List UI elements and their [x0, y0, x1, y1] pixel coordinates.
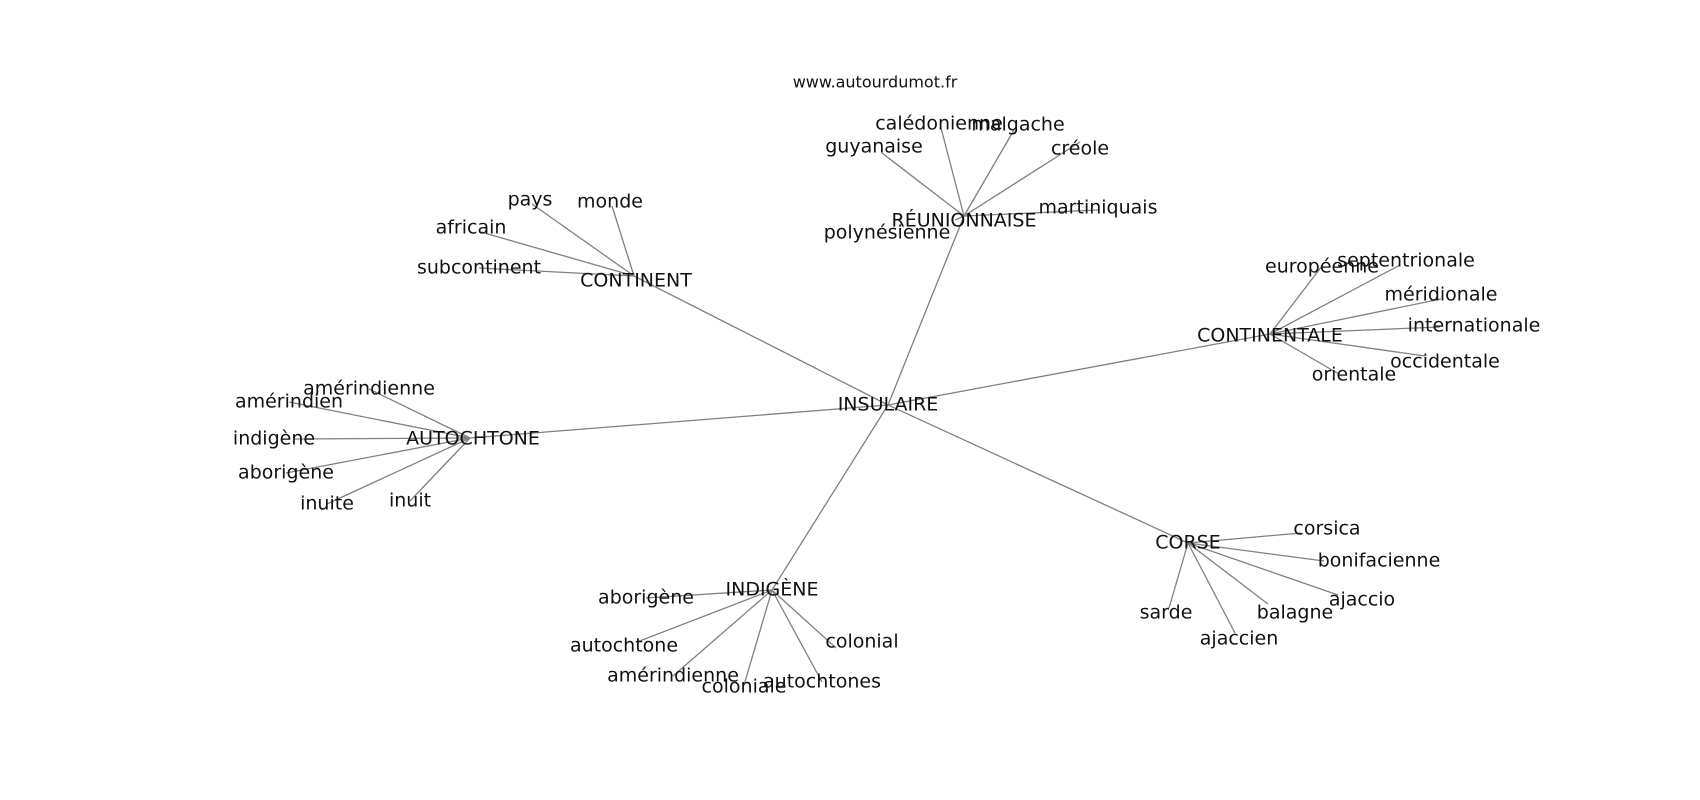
- hub-node-autochtone[interactable]: AUTOCHTONE: [406, 428, 540, 450]
- source-watermark: www.autourdumot.fr: [793, 73, 958, 92]
- edge-indigene-autochtone-l: [636, 589, 773, 643]
- leaf-node-pays[interactable]: pays: [508, 189, 553, 211]
- edge-corse-corsica: [1187, 532, 1302, 544]
- edge-indigene-colonial: [771, 589, 837, 649]
- leaf-node-amerindienne[interactable]: amérindienne: [303, 378, 435, 400]
- leaf-node-orientale[interactable]: orientale: [1312, 364, 1397, 386]
- leaf-node-inuite[interactable]: inuite: [300, 493, 354, 515]
- leaf-node-balagne[interactable]: balagne: [1257, 602, 1333, 624]
- edge-reunionnaise-martiniquais: [963, 209, 1099, 217]
- edge-continentale-europeenne: [1269, 265, 1323, 335]
- edge-reunionnaise-guyanaise: [881, 152, 965, 217]
- leaf-node-europeenne[interactable]: européenne: [1265, 256, 1379, 278]
- edge-continent-africain: [480, 231, 635, 277]
- leaf-node-polynesienne[interactable]: polynésienne: [824, 222, 951, 244]
- edge-indigene-amerindienne-i: [672, 589, 773, 677]
- edge-insulaire-autochtone: [469, 404, 889, 439]
- edge-insulaire-continentale: [887, 333, 1271, 406]
- leaf-node-creole[interactable]: créole: [1051, 138, 1109, 160]
- edge-continentale-septentrionale: [1269, 264, 1401, 335]
- edge-continent-monde: [611, 205, 635, 277]
- hub-node-corse[interactable]: CORSE: [1155, 532, 1221, 554]
- center-node-insulaire[interactable]: INSULAIRE: [838, 394, 939, 416]
- edge-autochtone-inuit: [409, 437, 471, 502]
- edge-autochtone-aborigene-a: [285, 437, 471, 474]
- edge-indigene-autochtones: [771, 589, 823, 683]
- leaf-node-ajaccien[interactable]: ajaccien: [1200, 628, 1278, 650]
- edge-continentale-orientale: [1269, 333, 1340, 375]
- edge-continentale-occidentale: [1269, 333, 1426, 357]
- edge-corse-ajaccien: [1187, 542, 1236, 634]
- edge-continentale-meridionale: [1269, 298, 1442, 335]
- leaf-node-martiniquais[interactable]: martiniquais: [1039, 197, 1158, 219]
- leaf-node-guyanaise[interactable]: guyanaise: [825, 136, 923, 158]
- leaf-node-aborigene-i[interactable]: aborigène: [598, 587, 694, 609]
- edge-reunionnaise-polynesienne: [954, 215, 965, 221]
- edge-autochtone-amerindien: [288, 401, 471, 439]
- leaf-node-corsica[interactable]: corsica: [1293, 518, 1360, 540]
- leaf-node-africain[interactable]: africain: [436, 217, 507, 239]
- edge-corse-ajaccio: [1187, 542, 1339, 596]
- edge-indigene-coloniale: [743, 589, 773, 686]
- edge-continentale-internationale: [1269, 326, 1441, 335]
- leaf-node-occidentale[interactable]: occidentale: [1390, 351, 1500, 373]
- label-layer: INSULAIRE RÉUNIONNAISE calédoniennemalgach…: [233, 113, 1540, 698]
- edge-insulaire-corse: [887, 404, 1189, 544]
- edge-reunionnaise-creole: [963, 141, 1081, 217]
- leaf-node-autochtones[interactable]: autochtones: [763, 671, 881, 693]
- leaf-node-inuit[interactable]: inuit: [389, 490, 431, 512]
- edge-insulaire-indigene: [771, 404, 889, 591]
- leaf-node-meridionale[interactable]: méridionale: [1385, 284, 1498, 306]
- edge-insulaire-reunionnaise: [887, 215, 965, 406]
- edge-layer: [285, 127, 1442, 686]
- hub-node-continent[interactable]: CONTINENT: [580, 270, 692, 292]
- edge-corse-sarde: [1168, 542, 1189, 609]
- edge-corse-balagne: [1187, 542, 1269, 605]
- leaf-node-autochtone-l[interactable]: autochtone: [570, 635, 678, 657]
- hub-node-reunionnaise[interactable]: RÉUNIONNAISE: [892, 209, 1037, 232]
- leaf-node-indigene-l[interactable]: indigène: [233, 428, 315, 450]
- leaf-node-ajaccio[interactable]: ajaccio: [1329, 589, 1395, 611]
- leaf-node-septentrionale[interactable]: septentrionale: [1337, 250, 1475, 272]
- leaf-node-internationale[interactable]: internationale: [1408, 315, 1541, 337]
- edge-autochtone-indigene-l: [293, 437, 471, 440]
- leaf-node-malgache[interactable]: malgache: [971, 114, 1064, 136]
- leaf-node-coloniale[interactable]: coloniale: [702, 676, 787, 698]
- edge-corse-bonifacienne: [1187, 542, 1325, 562]
- leaf-node-colonial[interactable]: colonial: [825, 631, 898, 653]
- edge-autochtone-inuite: [326, 437, 471, 505]
- leaf-node-amerindienne-i[interactable]: amérindienne: [607, 665, 739, 687]
- edge-indigene-aborigene-i: [645, 589, 773, 599]
- leaf-node-aborigene-a[interactable]: aborigène: [238, 462, 334, 484]
- edge-autochtone-amerindienne: [368, 388, 471, 439]
- edge-reunionnaise-malgache: [963, 129, 1015, 217]
- leaf-node-amerindien[interactable]: amérindien: [235, 391, 343, 413]
- edge-insulaire-continent: [633, 275, 889, 406]
- leaf-node-sarde[interactable]: sarde: [1140, 602, 1193, 624]
- leaf-node-subcontinent[interactable]: subcontinent: [417, 257, 541, 279]
- edge-continent-pays: [531, 203, 635, 277]
- leaf-node-bonifacienne[interactable]: bonifacienne: [1318, 550, 1441, 572]
- leaf-node-caledonienne[interactable]: calédonienne: [875, 113, 1003, 135]
- hub-node-indigene[interactable]: INDIGÈNE: [726, 578, 819, 601]
- edge-continent-subcontinent: [478, 267, 635, 277]
- leaf-node-monde[interactable]: monde: [577, 191, 643, 213]
- hub-node-continentale[interactable]: CONTINENTALE: [1197, 325, 1343, 347]
- edge-reunionnaise-caledonienne: [940, 127, 965, 217]
